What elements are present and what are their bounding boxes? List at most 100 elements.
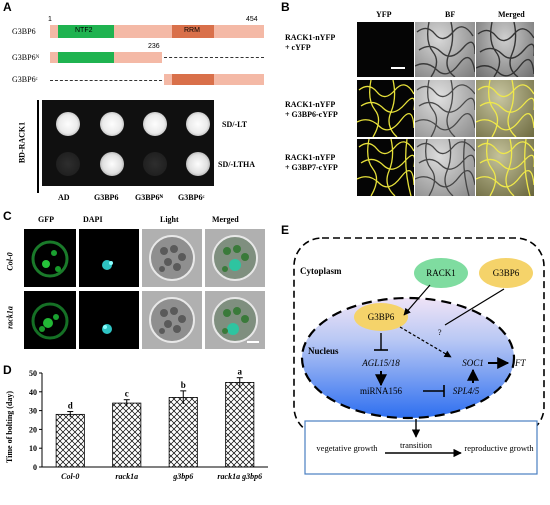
col-header-bf: BF	[445, 10, 456, 19]
micrograph-merged-3	[476, 139, 534, 196]
micrograph-dapi-1	[79, 229, 139, 287]
rack1-node	[414, 258, 468, 288]
g3bp6-cyto-label: G3BP6	[493, 268, 520, 278]
y-tick-label: 40	[29, 388, 37, 397]
micrograph-yfp-2	[357, 80, 414, 137]
significance-letter: a	[238, 367, 243, 377]
cytoplasm-label: Cytoplasm	[300, 266, 342, 276]
row-label-rack1a-box: rack1a	[4, 299, 18, 339]
agl-label: AGL15/18	[361, 358, 400, 368]
construct-label-full: G3BP6	[12, 27, 36, 36]
row-label-col0-box: Col-0	[4, 245, 18, 281]
row-label-3-line2: + G3BP7-cYFP	[285, 163, 338, 172]
bolting-time-chart: Time of bolting (day) 0 10 20 30 40 50 dCol-0…	[5, 367, 268, 481]
x-tick-label: Col-0	[61, 472, 79, 481]
reproductive-label-box: reproductive growth	[464, 443, 534, 453]
prey-label-n: G3BP6ᴺ	[135, 193, 163, 202]
y-tick-label: 30	[29, 407, 37, 416]
prey-label-ad: AD	[58, 193, 70, 202]
transition-label: transition	[400, 440, 433, 450]
y-tick-label: 0	[33, 463, 37, 472]
micrograph-merged-c1	[205, 229, 265, 287]
yeast-spot	[56, 112, 80, 136]
prey-label-c: G3BP6ᶜ	[178, 193, 205, 202]
soc1-label: SOC1	[462, 358, 484, 368]
col-header-merged-c: Merged	[212, 215, 239, 224]
ntf2-label: NTF2	[75, 27, 93, 34]
col-header-gfp: GFP	[38, 215, 54, 224]
rrm-domain	[172, 25, 214, 38]
rrm-label: RRM	[184, 27, 200, 34]
panel-label-e: E	[281, 223, 290, 237]
row-label-col0: Col-0	[5, 252, 15, 271]
yeast-spot	[186, 112, 210, 136]
micrograph-bf-2	[415, 80, 475, 137]
reproductive-label: reproductive growth	[464, 443, 534, 453]
vegetative-label: vegetative growth	[316, 443, 378, 453]
split-position: 236	[148, 43, 160, 50]
bar	[225, 381, 255, 468]
micrograph-merged-c2	[205, 291, 265, 349]
x-tick-label: g3bp6	[172, 472, 193, 481]
uncertain-mark: ?	[438, 328, 442, 337]
micrograph-dapi-2	[79, 291, 139, 349]
micrograph-gfp-1	[24, 229, 76, 287]
g3bp6-cyto-node	[479, 258, 533, 288]
micrograph-merged-2	[476, 80, 534, 137]
micrograph-bf-1	[415, 22, 475, 77]
vegetative-label-box: vegetative growth	[316, 443, 378, 453]
panel-b: YFP BF Merged RACK1-nYFP+ cYFP RACK1-nYF…	[280, 0, 550, 205]
yeast-spot	[143, 112, 167, 136]
y-axis-label: Time of bolting (day)	[5, 391, 14, 463]
col-header-merged: Merged	[498, 10, 525, 19]
deleted-region-n	[164, 57, 264, 58]
significance-letter: c	[125, 389, 129, 399]
micrograph-yfp-1	[357, 22, 414, 77]
panel-c: GFP DAPI Light Merged Col-0 rack1a	[0, 209, 275, 359]
panel-label-a: A	[3, 0, 12, 14]
micrograph-bf-3	[415, 139, 475, 196]
prey-label-full: G3BP6	[94, 193, 119, 202]
bait-label: BD-RACK1	[17, 121, 27, 164]
arrow-rack1	[444, 288, 505, 326]
construct-label-n: G3BP6ᴺ	[12, 53, 40, 62]
panel-label-c: C	[3, 209, 12, 223]
micrograph-yfp-3	[357, 139, 414, 196]
row-label-1: RACK1-nYFP+ cYFP	[285, 33, 335, 53]
y-tick-label: 10	[29, 444, 37, 453]
bar	[168, 397, 198, 468]
ntf2-domain-n	[58, 52, 114, 63]
medium-label-ltha: SD/-LTHA	[218, 160, 256, 169]
yeast-spot	[186, 152, 210, 176]
micrograph-light-2	[142, 291, 202, 349]
spacer	[307, 482, 537, 484]
row-label-1-line1: RACK1-nYFP	[285, 33, 336, 42]
micrograph-light-1	[142, 229, 202, 287]
g3bp6-nuc-node	[354, 303, 408, 331]
mir156-label: miRNA156	[360, 386, 403, 396]
length-start: 1	[48, 16, 52, 23]
panel-label-b: B	[281, 0, 290, 14]
y-tick-label: 50	[29, 369, 37, 378]
col-header-light: Light	[160, 215, 179, 224]
panel-a: 1 454 G3BP6 NTF2 RRM 236 G3BP6ᴺ G3BP6ᶜ B…	[0, 0, 275, 205]
g3bp6-nuc-label: G3BP6	[368, 312, 395, 322]
phase-transition-box	[304, 420, 538, 475]
micrograph-merged-1	[476, 22, 534, 77]
panel-e: Cytoplasm Nucleus RACK1 G3BP6 G3BP6 ? AG…	[280, 223, 550, 500]
x-tick-label: rack1a g3bp6	[217, 472, 262, 481]
row-label-2-line2: + G3BP6-cYFP	[285, 110, 338, 119]
rrm-domain-c	[172, 74, 214, 85]
yeast-spot	[56, 152, 80, 176]
significance-letter: d	[68, 401, 73, 411]
row-label-3: RACK1-nYFP+ G3BP7-cYFP	[285, 153, 338, 173]
panel-label-d: D	[3, 363, 12, 377]
row-label-3-line1: RACK1-nYFP	[285, 153, 336, 162]
scale-bar	[247, 341, 259, 343]
length-end: 454	[246, 16, 258, 23]
y-tick-label: 20	[29, 425, 37, 434]
nucleus-boundary	[300, 296, 516, 420]
row-label-2-line1: RACK1-nYFP	[285, 100, 336, 109]
arrow-to-g3bp6	[403, 284, 431, 316]
construct-label-c: G3BP6ᶜ	[12, 75, 38, 84]
